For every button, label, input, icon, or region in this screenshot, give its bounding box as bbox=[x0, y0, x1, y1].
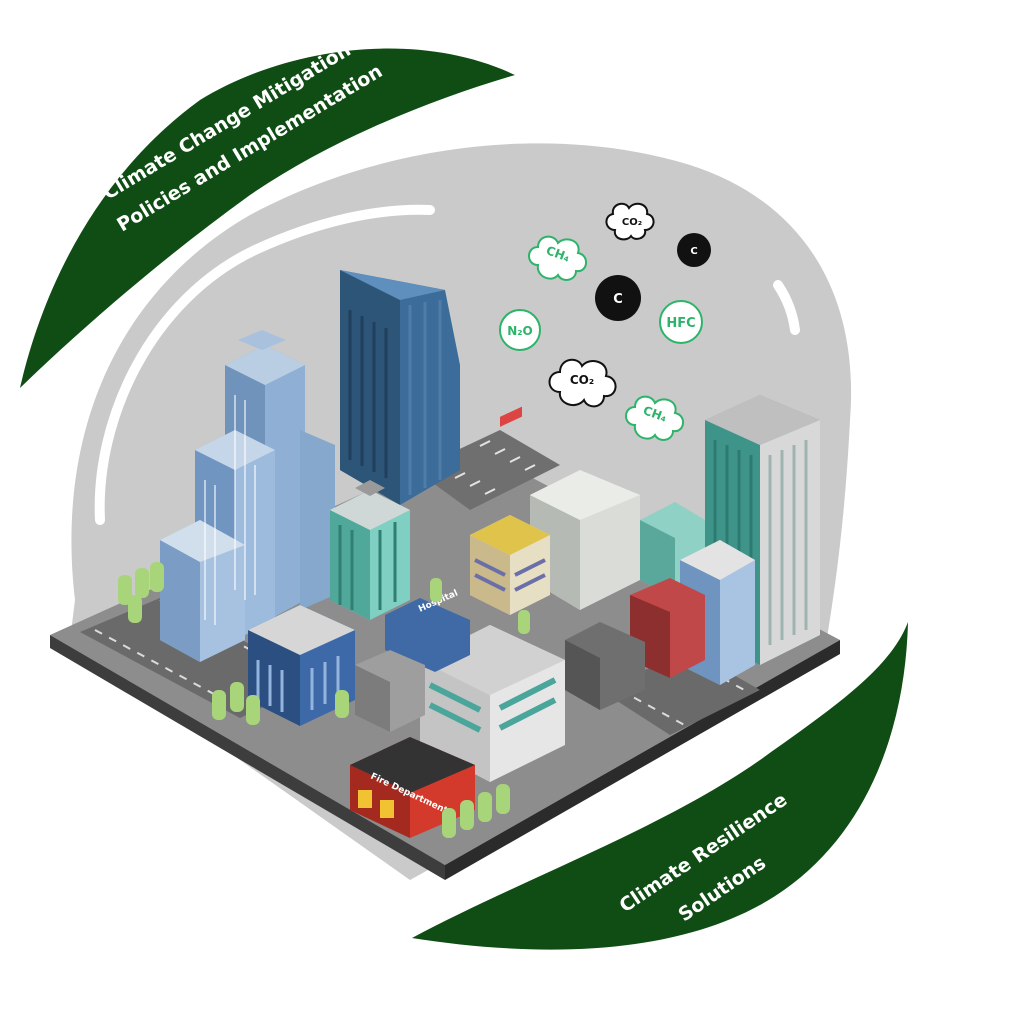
gas-c-large: C bbox=[595, 275, 641, 321]
dome-highlight-left bbox=[94, 204, 435, 525]
greenhouse-gases: CO₂ C CH₄ C N₂O HFC CO₂ bbox=[499, 202, 711, 441]
tower-left-cluster bbox=[160, 330, 335, 662]
gas-c-small-label: C bbox=[690, 246, 697, 257]
gas-c-large-label: C bbox=[613, 292, 623, 307]
gas-n2o: N₂O bbox=[499, 309, 541, 351]
gas-ch4-top: CH₄ bbox=[528, 235, 587, 281]
tower-blue-glass bbox=[340, 270, 460, 505]
gas-hfc: HFC bbox=[659, 300, 703, 344]
gas-c-small: C bbox=[677, 233, 711, 267]
building-grey-small bbox=[355, 622, 645, 732]
gas-co2-small-label: CO₂ bbox=[622, 217, 642, 228]
gas-co2-large: CO₂ bbox=[548, 358, 617, 408]
building-blue-front bbox=[248, 605, 355, 726]
gas-co2-small: CO₂ bbox=[605, 202, 655, 241]
trees bbox=[118, 562, 530, 838]
tower-teal-center bbox=[330, 480, 410, 620]
building-yellow bbox=[470, 515, 550, 615]
gas-hfc-label: HFC bbox=[666, 316, 695, 331]
gas-n2o-label: N₂O bbox=[507, 324, 533, 338]
gas-co2-large-label: CO₂ bbox=[570, 373, 594, 387]
gas-ch4-bottom: CH₄ bbox=[625, 395, 684, 441]
dome-highlight-right bbox=[773, 280, 800, 335]
